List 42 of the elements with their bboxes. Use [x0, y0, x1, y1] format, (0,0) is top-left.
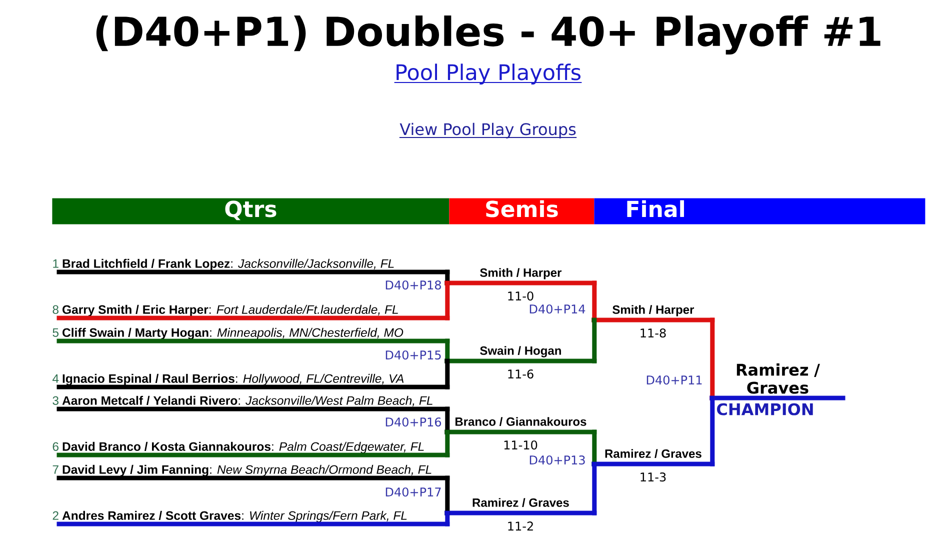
round-header-band: Semis [449, 198, 594, 224]
team-entry: 8 Garry Smith / Eric Harper: Fort Lauderdale/Ft.lauderdale, FL [52, 304, 398, 316]
score-text: 11-2 [508, 522, 533, 530]
winner-name: Smith / Harper [480, 268, 562, 280]
match-code: D40+P11 [646, 375, 702, 385]
match-code: D40+P18 [386, 280, 441, 290]
match-code: D40+P13 [530, 455, 585, 465]
score-text: 11-0 [508, 291, 534, 301]
score-text: 11-10 [504, 440, 538, 450]
champion-name: Ramirez / Graves [736, 363, 820, 394]
match-code: D40+P16 [386, 417, 442, 427]
score-text: 11-3 [640, 472, 666, 482]
bracket-line [444, 430, 450, 458]
winner-name: Branco / Giannakouros [456, 417, 586, 426]
match-code: D40+P14 [530, 304, 586, 314]
team-entry: 3 Aaron Metcalf / Yelandi Rivero: Jacksonville/West Palm Beach, FL [52, 396, 432, 406]
team-entry: 7 David Levy / Jim Fanning: New Smyrna Beach/Ormond Beach, FL [52, 464, 432, 476]
title: (D40+P1) Doubles - 40+ Playoff #1 [96, 16, 880, 54]
winner-name: Smith / Harper [612, 305, 694, 316]
round-header-band: Qtrs [52, 198, 450, 224]
link: Pool Play Playoffs [394, 64, 582, 84]
team-entry: 2 Andres Ramirez / Scott Graves: Winter Springs/Fern Park, FL [52, 510, 407, 522]
bracket-line [444, 280, 450, 320]
bracket-line [592, 462, 597, 516]
bracket-line [444, 510, 450, 526]
score-text: 11-8 [640, 328, 666, 338]
team-entry: 5 Cliff Swain / Marty Hogan: Minneapolis, MN/Chesterfield, MO [52, 328, 404, 340]
match-code: D40+P15 [386, 350, 441, 360]
team-entry: 6 David Branco / Kosta Giannakouros: Palm Coast/Edgewater, FL [52, 442, 424, 454]
bracket-line [710, 396, 715, 466]
winner-name: Ramirez / Graves [472, 498, 569, 508]
link: View Pool Play Groups [398, 122, 578, 138]
match-code: D40+P17 [386, 487, 441, 497]
round-header-band: Final [594, 198, 926, 224]
score-text: 11-6 [508, 369, 534, 379]
bracket-line [444, 358, 450, 390]
champion-label: CHAMPION [717, 403, 813, 416]
winner-name: Swain / Hogan [480, 346, 561, 358]
bracket-line [592, 318, 597, 364]
winner-name: Ramirez / Graves [605, 449, 702, 458]
team-entry: 4 Ignacio Espinal / Raul Berrios: Hollywood, FL/Centreville, VA [52, 374, 404, 386]
team-entry: 1 Brad Litchfield / Frank Lopez: Jacksonville/Jacksonville, FL [53, 258, 394, 270]
